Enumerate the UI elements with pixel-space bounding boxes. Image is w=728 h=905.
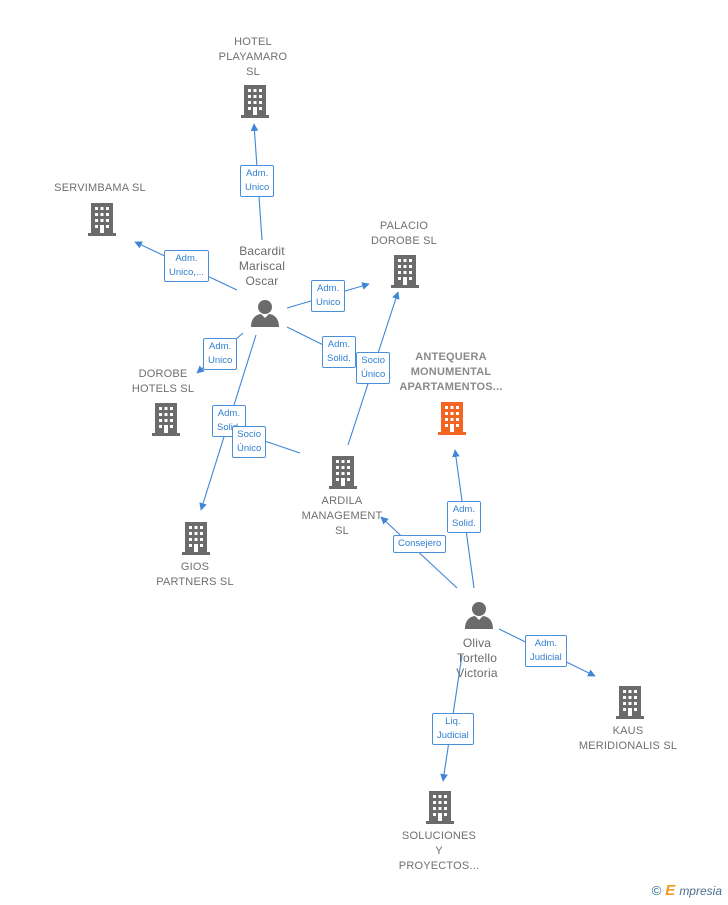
- node-label-soluciones[interactable]: SOLUCIONES Y PROYECTOS...: [398, 830, 480, 872]
- building-icon[interactable]: [616, 686, 644, 719]
- building-icon[interactable]: [152, 403, 180, 436]
- edge-label-oliva-soluciones: Liq. Judicial: [432, 713, 474, 745]
- building-icon[interactable]: [88, 203, 116, 236]
- person-icon[interactable]: [251, 300, 279, 327]
- copyright-mark: ©: [651, 883, 662, 898]
- building-icon[interactable]: [241, 85, 269, 118]
- nodes-layer: [88, 85, 644, 824]
- edge-label-bacardit-dorobe: Adm. Unico: [203, 338, 238, 370]
- person-icon[interactable]: [465, 602, 493, 629]
- edge-label-oliva-kaus: Adm. Judicial: [525, 635, 567, 667]
- edge-label-bacardit-ardila_via: Adm. Solid.: [322, 336, 356, 368]
- brand-initial: E: [665, 882, 676, 899]
- node-label-dorobe[interactable]: DOROBE HOTELS SL: [131, 368, 195, 395]
- building-icon[interactable]: [391, 255, 419, 288]
- node-label-gios[interactable]: GIOS PARTNERS SL: [156, 561, 234, 588]
- building-icon[interactable]: [426, 791, 454, 824]
- building-icon[interactable]: [182, 522, 210, 555]
- edge-label-ardila-palacio: Socio Único: [356, 352, 391, 384]
- node-label-servimbama[interactable]: SERVIMBAMA SL: [54, 182, 146, 194]
- building-icon[interactable]: [329, 456, 357, 489]
- node-label-ardila[interactable]: ARDILA MANAGEMENT SL: [301, 495, 383, 537]
- node-label-oliva[interactable]: Oliva Tortello Victoria: [456, 636, 498, 680]
- edge-label-oliva-antequera: Adm. Solid.: [447, 501, 481, 533]
- edge-label-bacardit-palacio: Adm. Unico: [311, 280, 346, 312]
- node-label-playamaro[interactable]: HOTEL PLAYAMARO SL: [218, 36, 288, 78]
- node-label-palacio[interactable]: PALACIO DOROBE SL: [371, 220, 437, 247]
- node-label-kaus[interactable]: KAUS MERIDIONALIS SL: [578, 725, 678, 752]
- brand-name: mpresia: [679, 883, 722, 898]
- edge-label-oliva-ardila: Consejero: [393, 535, 447, 553]
- node-label-antequera[interactable]: ANTEQUERA MONUMENTAL APARTAMENTOS...: [399, 351, 503, 393]
- edge-label-bacardit-servimbama: Adm. Unico,...: [164, 250, 209, 282]
- edge-label-bacardit-playamaro: Adm. Unico: [240, 165, 275, 197]
- edge-label-ardila-dorobe: Socio Único: [232, 426, 267, 458]
- focus-building-icon[interactable]: [438, 402, 466, 435]
- node-label-bacardit[interactable]: Bacardit Mariscal Oscar: [238, 244, 286, 288]
